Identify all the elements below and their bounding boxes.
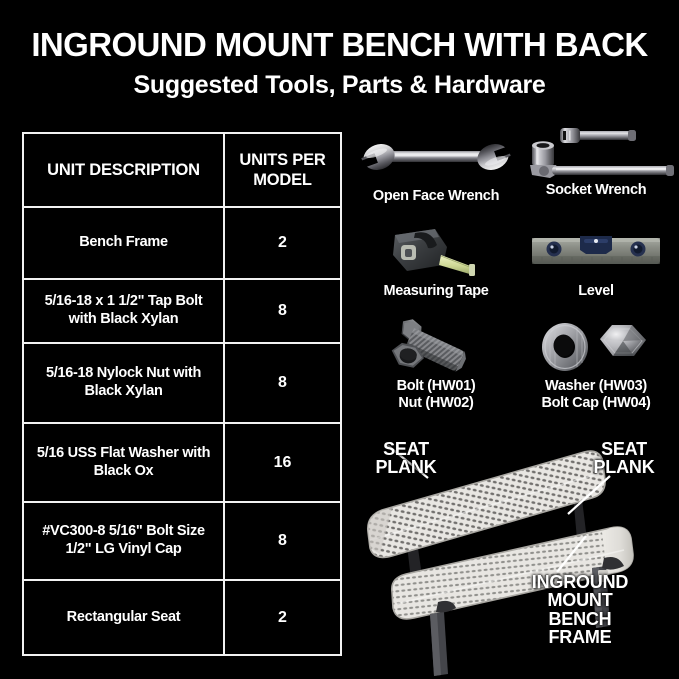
cell-units: 8: [278, 532, 287, 550]
cell-units: 8: [278, 374, 287, 392]
page-subtitle: Suggested Tools, Parts & Hardware: [133, 70, 546, 99]
tool-label-open-face-wrench: Open Face Wrench: [372, 188, 500, 204]
callout-inground-mount-bench-frame: INGROUND MOUNT BENCH FRAME: [500, 573, 660, 646]
tool-item-bolt-nut: Bolt (HW01) Nut (HW02): [346, 318, 526, 413]
tool-label-washer-bolt-cap: Washer (HW03) Bolt Cap (HW04): [506, 378, 679, 413]
callout-line: SEAT: [601, 439, 647, 459]
table-row: #VC300-8 5/16" Bolt Size 1/2" LG Vinyl C…: [24, 503, 340, 581]
cell-description: #VC300-8 5/16" Bolt Size 1/2" LG Vinyl C…: [24, 503, 225, 579]
callout-line: PLANK: [375, 457, 437, 478]
cell-units: 2: [278, 608, 287, 626]
column-header-units: UNITS PER MODEL: [239, 150, 326, 189]
cell-description: 5/16-18 Nylock Nut with Black Xylan: [24, 344, 225, 422]
cell-units: 2: [278, 234, 287, 252]
tool-item-washer-bolt-cap: Washer (HW03) Bolt Cap (HW04): [506, 318, 679, 413]
parts-table: UNIT DESCRIPTION UNITS PER MODEL Bench F…: [22, 132, 342, 656]
open-face-wrench-icon: [346, 128, 526, 186]
table-row: 5/16 USS Flat Washer with Black Ox 16: [24, 424, 340, 503]
cell-units: 16: [273, 453, 292, 471]
tool-label-washer: Washer (HW03): [545, 378, 647, 394]
page-title: INGROUND MOUNT BENCH WITH BACK: [31, 26, 648, 63]
callout-line: INGROUND: [531, 572, 629, 592]
cell-units: 8: [278, 302, 287, 320]
tool-label-bolt-nut: Bolt (HW01) Nut (HW02): [346, 378, 526, 413]
tool-label-measuring-tape: Measuring Tape: [383, 283, 489, 299]
cell-description: Rectangular Seat: [24, 581, 225, 654]
tool-item-measuring-tape: Measuring Tape: [346, 223, 526, 300]
table-header-row: UNIT DESCRIPTION UNITS PER MODEL: [24, 134, 340, 208]
tool-item-socket-wrench: Socket Wrench: [506, 122, 679, 199]
bench-diagram: SEAT PLANK SEAT PLANK INGROUND MOUNT BEN…: [352, 418, 679, 679]
washer-bolt-cap-icon: [506, 318, 679, 376]
column-header-description: UNIT DESCRIPTION: [24, 134, 225, 206]
table-row: Bench Frame 2: [24, 208, 340, 280]
socket-wrench-icon: [506, 122, 679, 180]
page-header: INGROUND MOUNT BENCH WITH BACK Suggested…: [0, 0, 679, 100]
measuring-tape-icon: [346, 223, 526, 281]
cell-description: Bench Frame: [24, 208, 225, 278]
level-icon: [506, 223, 679, 281]
tool-item-open-face-wrench: Open Face Wrench: [346, 128, 526, 205]
tool-label-bolt-cap: Bolt Cap (HW04): [541, 395, 651, 412]
tools-grid: Open Face Wrench: [352, 118, 679, 418]
tool-label-nut: Nut (HW02): [398, 395, 474, 412]
tool-item-level: Level: [506, 223, 679, 300]
callout-line: FRAME: [548, 627, 612, 648]
tool-label-level: Level: [578, 283, 614, 299]
cell-description: 5/16-18 x 1 1/2" Tap Bolt with Black Xyl…: [24, 280, 225, 342]
tool-label-socket-wrench: Socket Wrench: [545, 182, 647, 198]
callout-line: PLANK: [593, 457, 655, 478]
tool-label-bolt: Bolt (HW01): [396, 378, 476, 394]
cell-description: 5/16 USS Flat Washer with Black Ox: [24, 424, 225, 501]
table-row: Rectangular Seat 2: [24, 581, 340, 654]
callout-line: MOUNT: [547, 590, 613, 611]
callout-seat-plank-left: SEAT PLANK: [356, 440, 456, 477]
callout-seat-plank-right: SEAT PLANK: [574, 440, 674, 477]
callout-line: BENCH: [548, 608, 612, 629]
content-area: UNIT DESCRIPTION UNITS PER MODEL Bench F…: [0, 118, 679, 679]
table-row: 5/16-18 Nylock Nut with Black Xylan 8: [24, 344, 340, 424]
bench-illustration: [366, 443, 634, 676]
bolt-nut-icon: [346, 318, 526, 376]
table-row: 5/16-18 x 1 1/2" Tap Bolt with Black Xyl…: [24, 280, 340, 344]
callout-line: SEAT: [383, 439, 429, 459]
